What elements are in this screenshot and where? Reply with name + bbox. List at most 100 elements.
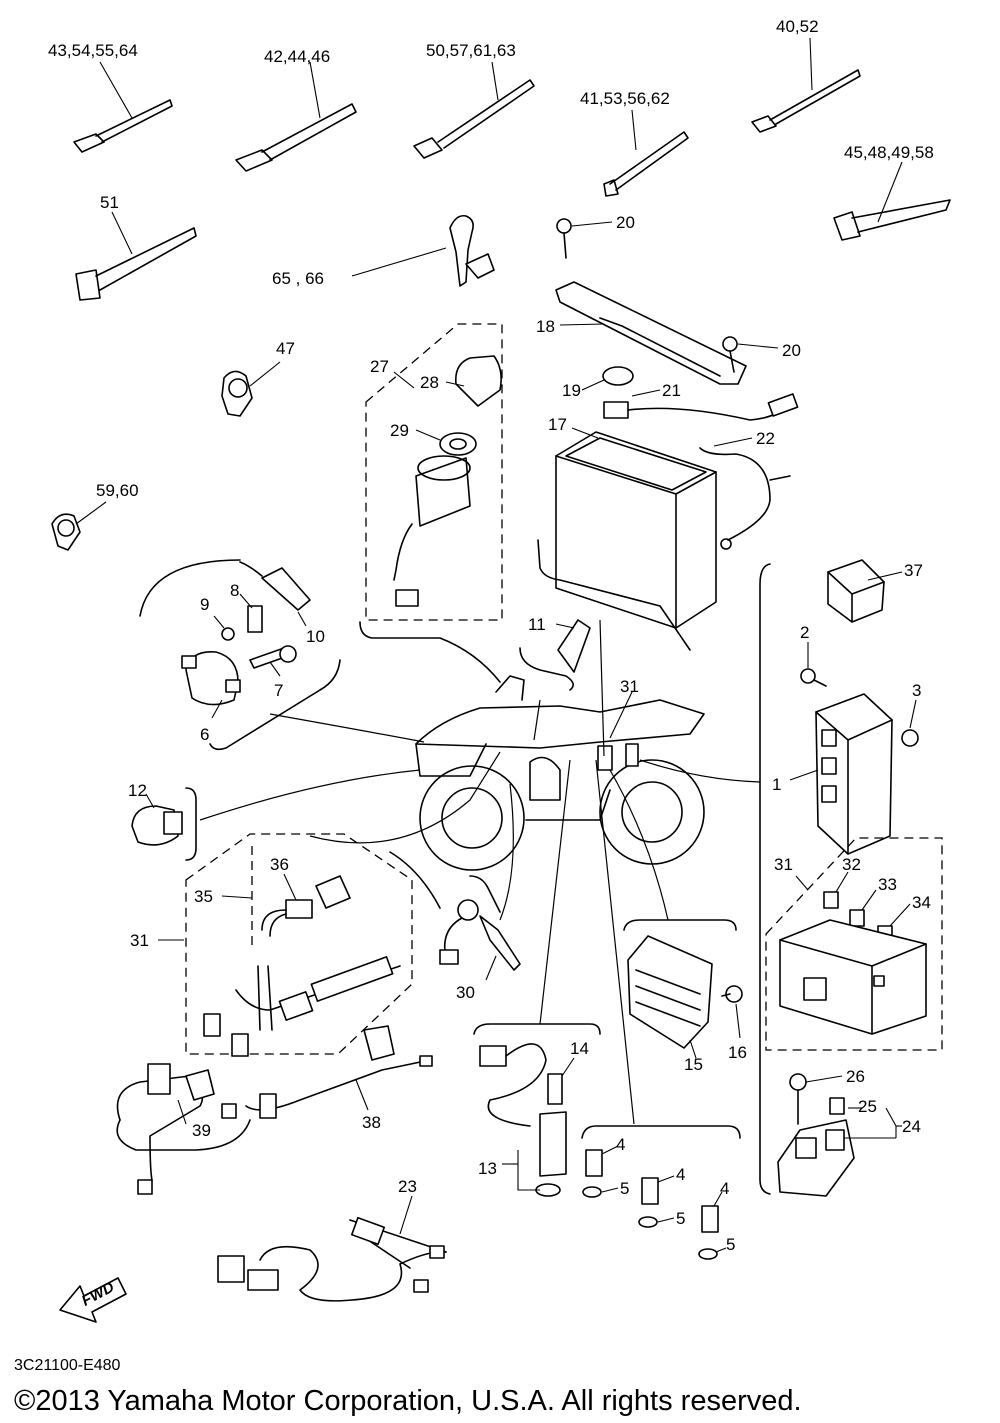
callout-3: 3 — [912, 681, 921, 700]
wire-harness-31 — [203, 956, 401, 1057]
callout-9: 9 — [200, 595, 209, 614]
ignition-coil-6 — [181, 651, 241, 719]
cable-tie-45-48-49-58 — [833, 161, 951, 241]
lead-23 — [217, 1195, 447, 1302]
thermo-switch-11 — [555, 619, 591, 673]
relay-37 — [827, 559, 903, 623]
wire-harness-39 — [116, 1063, 251, 1195]
callout-38: 38 — [362, 1113, 381, 1132]
callout-39: 39 — [192, 1121, 211, 1140]
spark-plug-bracket — [469, 875, 501, 913]
callout-50-57-61-63: 50,57,61,63 — [426, 41, 516, 60]
callout-26: 26 — [846, 1067, 865, 1086]
plug-cap-10 — [239, 561, 311, 627]
nut-3 — [901, 699, 919, 747]
washer-5c — [698, 1247, 727, 1260]
callout-4b: 4 — [676, 1165, 685, 1184]
leader-31a — [609, 691, 633, 739]
callout-11: 11 — [528, 615, 546, 634]
battery-band-18 — [555, 281, 747, 385]
callout-42-44-46: 42,44,46 — [264, 47, 330, 66]
sender-group-bracket — [185, 787, 197, 861]
callout-4a: 4 — [616, 1135, 625, 1154]
copyright-notice: ©2013 Yamaha Motor Corporation, U.S.A. A… — [14, 1385, 802, 1417]
main-switch-group-boundary — [365, 323, 503, 621]
nut-29 — [415, 429, 477, 456]
callout-2: 2 — [800, 623, 809, 642]
damper-19 — [581, 366, 634, 391]
washer-5a — [582, 1186, 619, 1198]
fuse-32 — [823, 871, 849, 909]
clamp-59-60 — [51, 501, 107, 551]
callout-47: 47 — [276, 339, 295, 358]
fuse-box-body — [779, 919, 927, 1035]
switch-4b — [641, 1175, 675, 1205]
speed-sensor-13 — [479, 1043, 567, 1197]
sensor-group-bracket — [473, 1023, 601, 1035]
rectifier-15 — [627, 935, 713, 1059]
leader-31c — [795, 875, 809, 891]
callout-10: 10 — [306, 627, 325, 646]
callout-24: 24 — [902, 1117, 921, 1136]
fuse-box-group-boundary — [765, 837, 943, 1051]
callout-18: 18 — [536, 317, 555, 336]
ignition-group-link — [139, 559, 241, 617]
sender-12 — [131, 793, 183, 846]
thermo-switch-bracket — [519, 647, 574, 691]
lead-22 — [699, 437, 791, 550]
callout-31b: 31 — [130, 931, 149, 950]
clamp-47 — [221, 361, 281, 417]
callout-16: 16 — [728, 1043, 747, 1062]
battery-group-bracket — [537, 539, 691, 651]
callout-30: 30 — [456, 983, 475, 1002]
callout-40-52: 40,52 — [776, 17, 819, 36]
callout-31c: 31 — [774, 855, 793, 874]
callout-13: 13 — [478, 1159, 497, 1178]
fuse-25 — [829, 1097, 862, 1115]
reference-lines — [199, 619, 761, 1125]
cable-tie-51 — [75, 211, 197, 301]
callout-4c: 4 — [720, 1179, 729, 1198]
callout-65-66: 65 , 66 — [272, 269, 324, 288]
harness-group-link — [389, 851, 441, 909]
right-group-bracket — [759, 563, 771, 1195]
callout-15: 15 — [684, 1055, 703, 1074]
callout-37: 37 — [904, 561, 923, 580]
callout-29: 29 — [390, 421, 409, 440]
starter-relay-24 — [777, 1107, 902, 1197]
callout-labels: 43,54,55,64 42,44,46 50,57,61,63 40,52 4… — [48, 17, 934, 1254]
callout-34: 34 — [912, 893, 931, 912]
callout-6: 6 — [200, 725, 209, 744]
callout-20a: 20 — [616, 213, 635, 232]
callout-59-60: 59,60 — [96, 481, 139, 500]
ignition-group-bracket — [209, 659, 341, 751]
switch-group-bracket — [581, 1125, 741, 1139]
callout-43-54-55-64: 43,54,55,64 — [48, 41, 138, 60]
main-switch-body — [393, 455, 471, 607]
cable-tie-50-57-61-63 — [413, 61, 535, 159]
callout-51: 51 — [100, 193, 119, 212]
key-65-66 — [351, 214, 474, 287]
callout-27: 27 — [370, 357, 389, 376]
fuse-33 — [849, 889, 877, 927]
washer-9 — [213, 615, 235, 641]
callout-5c: 5 — [726, 1235, 735, 1254]
callout-45-48-49-58: 45,48,49,58 — [844, 143, 934, 162]
callout-41-53-56-62: 41,53,56,62 — [580, 89, 670, 108]
callout-5b: 5 — [676, 1209, 685, 1228]
rectifier-group-bracket — [623, 919, 737, 931]
lead-21 — [603, 389, 799, 421]
switch-4c — [701, 1191, 723, 1233]
callout-28: 28 — [420, 373, 439, 392]
bolt-20b — [722, 336, 779, 373]
callout-33: 33 — [878, 875, 897, 894]
diagram-code: 3C21100-E480 — [14, 1357, 121, 1374]
bolt-16 — [721, 985, 743, 1039]
atv-silhouette — [415, 675, 705, 871]
battery-17 — [555, 427, 717, 629]
callout-23: 23 — [398, 1177, 417, 1196]
callout-1: 1 — [772, 775, 781, 794]
spark-plug-30 — [439, 899, 521, 981]
leader-27 — [393, 371, 415, 389]
callout-7: 7 — [274, 681, 283, 700]
